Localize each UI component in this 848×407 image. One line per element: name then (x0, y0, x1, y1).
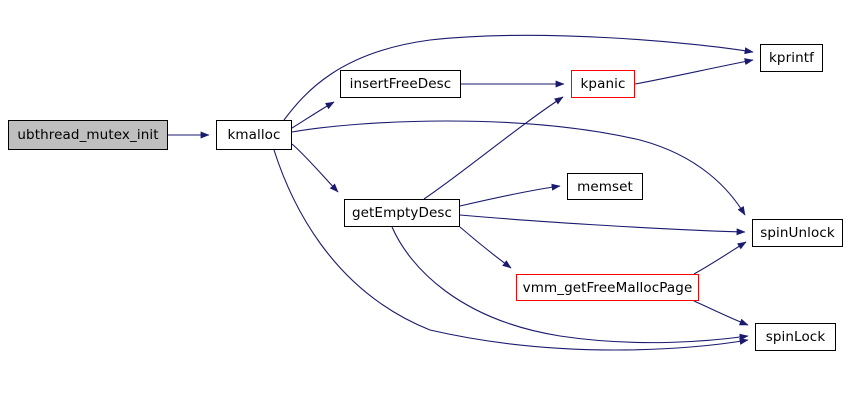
node-label-text: kpanic (580, 76, 626, 92)
node-label-text: spinLock (765, 329, 826, 345)
node-label-text: kmalloc (227, 127, 281, 143)
edge-kmalloc-to-spinUnlock (291, 120, 746, 216)
edge-getEmptyDesc-to-spinLock (391, 226, 749, 344)
node-memset[interactable]: memset (567, 173, 643, 200)
edge-kmalloc-to-getEmptyDesc (291, 143, 339, 193)
node-kprintf[interactable]: kprintf (760, 44, 823, 72)
node-kmalloc[interactable]: kmalloc (216, 120, 292, 150)
node-kpanic[interactable]: kpanic (571, 70, 635, 98)
node-ubthread_mutex_init[interactable]: ubthread_mutex_init (8, 120, 168, 150)
node-label-text: getEmptyDesc (351, 205, 453, 221)
node-label-text: spinUnlock (760, 225, 835, 241)
edge-kpanic-to-kprintf (634, 58, 754, 85)
edge-kmalloc-to-insertFreeDesc (291, 101, 335, 129)
node-insertFreeDesc[interactable]: insertFreeDesc (340, 70, 461, 98)
edge-vmm_getFreeMallocPage-to-spinUnlock (693, 241, 747, 275)
edge-layer (168, 34, 754, 351)
node-label-text: memset (577, 178, 633, 195)
edge-getEmptyDesc-to-vmm_getFreeMallocPage (459, 226, 512, 269)
node-spinUnlock[interactable]: spinUnlock (752, 219, 843, 247)
edge-kmalloc-to-spinLock (273, 149, 749, 351)
edge-vmm_getFreeMallocPage-to-spinLock (693, 300, 749, 326)
node-spinLock[interactable]: spinLock (755, 323, 836, 351)
node-getEmptyDesc[interactable]: getEmptyDesc (344, 199, 460, 227)
edge-getEmptyDesc-to-kpanic (423, 96, 564, 200)
node-label-text: vmm_getFreeMallocPage (522, 279, 693, 296)
node-label-text: kprintf (769, 50, 814, 66)
edge-kmalloc-to-kprintf (283, 34, 754, 121)
node-label-text: ubthread_mutex_init (17, 127, 159, 143)
edge-getEmptyDesc-to-memset (459, 183, 561, 207)
node-vmm_getFreeMallocPage[interactable]: vmm_getFreeMallocPage (516, 274, 699, 301)
edge-getEmptyDesc-to-spinUnlock (459, 214, 746, 236)
node-label-text: insertFreeDesc (349, 76, 452, 92)
